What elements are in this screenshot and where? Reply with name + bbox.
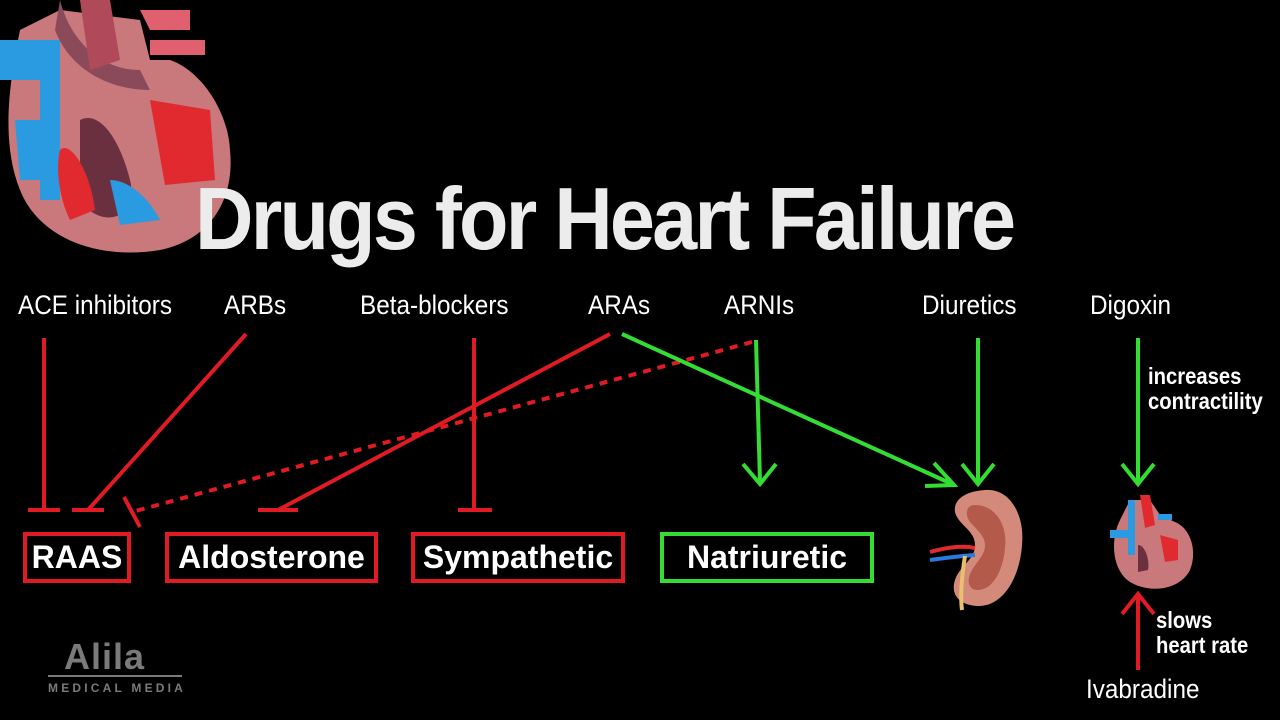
aras-kidney-arrow — [622, 334, 954, 486]
target-natriuretic-box: Natriuretic — [660, 532, 874, 583]
digoxin-effect-line2: contractility — [1148, 389, 1263, 414]
ivabradine-effect-note: slows heart rate — [1156, 608, 1248, 658]
digoxin-effect-line1: increases — [1148, 364, 1263, 389]
ivabradine-heart-arrow — [1122, 594, 1154, 670]
digoxin-effect-note: increases contractility — [1148, 364, 1263, 414]
arnis-raas-dotted-line — [124, 342, 752, 527]
diuretics-kidney-arrow — [962, 338, 994, 484]
drug-ivabradine: Ivabradine — [1086, 674, 1199, 705]
ivabradine-effect-line1: slows — [1156, 608, 1248, 633]
aras-aldosterone-inhibition-line — [258, 334, 610, 510]
target-natriuretic-label: Natriuretic — [687, 539, 847, 576]
target-aldosterone-label: Aldosterone — [178, 539, 365, 576]
logo-subtitle: MEDICAL MEDIA — [48, 681, 186, 695]
ivabradine-effect-line2: heart rate — [1156, 633, 1248, 658]
beta-sympathetic-inhibition-line — [458, 338, 492, 510]
small-heart-icon — [1110, 495, 1193, 589]
kidney-icon — [930, 490, 1022, 610]
logo-divider — [48, 675, 182, 677]
logo-wordmark: Alila — [64, 636, 145, 678]
target-sympathetic-box: Sympathetic — [411, 532, 625, 583]
arnis-natriuretic-arrow — [743, 340, 776, 484]
target-sympathetic-label: Sympathetic — [423, 539, 613, 576]
ace-raas-inhibition-line — [28, 338, 60, 510]
target-raas-box: RAAS — [23, 532, 131, 583]
target-raas-label: RAAS — [32, 539, 123, 576]
target-aldosterone-box: Aldosterone — [165, 532, 378, 583]
arbs-raas-inhibition-line — [72, 334, 246, 510]
